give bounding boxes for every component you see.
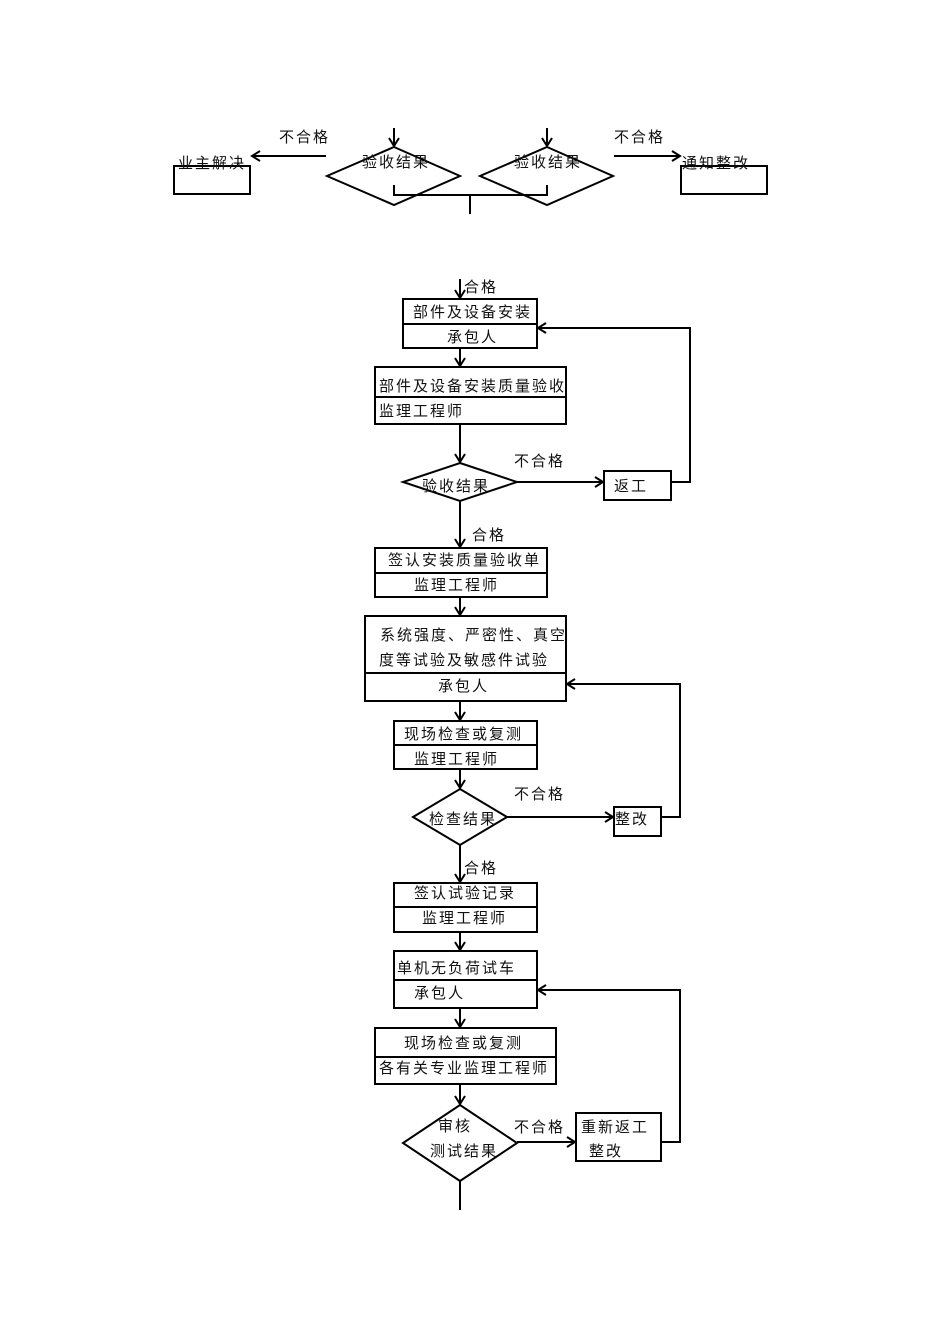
top-left-decision: 验收结果	[324, 145, 463, 207]
top-right-fail-arrow	[614, 150, 682, 162]
step-system-tests: 系统强度、严密性、真空 度等试验及敏感件试验 承包人	[364, 615, 567, 702]
top-left-decision-label: 验收结果	[362, 153, 430, 171]
top-left-incoming-arrow	[388, 128, 400, 148]
rework-box: 返工	[603, 470, 672, 501]
decision-check: 检查结果	[411, 787, 509, 847]
step-onsite-check-title: 现场检查或复测	[404, 725, 523, 743]
step-onsite-recheck: 现场检查或复测 各有关专业监理工程师	[374, 1027, 557, 1085]
arrow-3-4	[454, 597, 466, 617]
step-install-inspection: 部件及设备安装质量验收 监理工程师	[374, 366, 567, 425]
step-sign-install-form-role: 监理工程师	[414, 576, 499, 594]
decision-check-label: 检查结果	[429, 810, 497, 828]
step-sign-install-form: 签认安装质量验收单 监理工程师	[374, 547, 548, 598]
decision-check-fail-label: 不合格	[514, 785, 565, 803]
decision-review-test: 审核 测试结果	[401, 1103, 519, 1183]
decision-review-fail-label: 不合格	[514, 1118, 565, 1136]
step-onsite-recheck-role: 各有关专业监理工程师	[379, 1059, 549, 1077]
decision-review-test-label-line2: 测试结果	[430, 1142, 498, 1160]
top-right-incoming-arrow	[541, 128, 553, 148]
top-merge-connector	[393, 185, 548, 214]
step-sign-test-record-role: 监理工程师	[422, 909, 507, 927]
step-system-tests-role: 承包人	[438, 677, 489, 695]
arrow-2-d1	[454, 424, 466, 464]
step-onsite-recheck-title: 现场检查或复测	[404, 1034, 523, 1052]
step-system-tests-title-line2: 度等试验及敏感件试验	[379, 651, 549, 669]
top-right-fail-box-label: 通知整改	[682, 154, 750, 172]
step-install-inspection-role: 监理工程师	[379, 402, 464, 420]
decision-acceptance-fail-label: 不合格	[514, 452, 565, 470]
step-no-load-trial-role: 承包人	[414, 984, 465, 1002]
step-sign-test-record: 签认试验记录 监理工程师	[393, 882, 538, 933]
arrow-6-7	[454, 932, 466, 952]
decision-acceptance-pass-label: 合格	[472, 526, 506, 544]
step-install-title: 部件及设备安装	[413, 303, 532, 321]
decision-check-pass-label: 合格	[464, 859, 498, 877]
top-right-fail-box: 通知整改	[680, 154, 768, 195]
rectify-box: 整改	[613, 806, 662, 837]
decision-review-fail-arrow	[517, 1136, 577, 1148]
step-install-role: 承包人	[447, 328, 498, 346]
rectify-box-label: 整改	[615, 810, 649, 828]
arrow-4-5	[454, 701, 466, 722]
top-left-fail-box-label: 业主解决	[178, 154, 246, 172]
top-left-fail-box: 业主解决	[173, 154, 251, 195]
decision-acceptance-label: 验收结果	[422, 477, 490, 495]
pass-label-1: 合格	[464, 278, 498, 296]
redo-rectify-box-label-line2: 整改	[589, 1142, 623, 1160]
arrow-8-d3	[454, 1084, 466, 1106]
step-sign-test-record-title: 签认试验记录	[414, 884, 516, 902]
top-left-fail-label: 不合格	[279, 128, 330, 146]
step-sign-install-form-title: 签认安装质量验收单	[388, 551, 541, 569]
arrow-1-2	[454, 348, 466, 368]
step-install-inspection-title: 部件及设备安装质量验收	[379, 377, 566, 395]
step-onsite-check-role: 监理工程师	[414, 750, 499, 768]
rework-loop-arrow	[536, 322, 691, 483]
decision-check-fail-arrow	[507, 811, 615, 823]
top-right-fail-label: 不合格	[614, 128, 665, 146]
pass-arrow-d1	[454, 501, 466, 549]
step-no-load-trial: 单机无负荷试车 承包人	[393, 950, 538, 1009]
decision-review-test-label-line1: 审核	[438, 1117, 472, 1135]
decision-acceptance: 验收结果	[399, 461, 521, 503]
arrow-5-d2	[454, 769, 466, 790]
rectify-loop-arrow	[565, 678, 681, 818]
top-right-decision-label: 验收结果	[514, 153, 582, 171]
step-onsite-check: 现场检查或复测 监理工程师	[393, 720, 538, 770]
top-right-decision: 验收结果	[477, 145, 616, 207]
arrow-7-8	[454, 1008, 466, 1029]
step-system-tests-title-line1: 系统强度、严密性、真空	[380, 626, 567, 644]
top-left-fail-arrow	[250, 150, 326, 162]
redo-rectify-box: 重新返工 整改	[575, 1112, 662, 1162]
redo-rectify-box-label-line1: 重新返工	[581, 1118, 649, 1136]
step-no-load-trial-title: 单机无负荷试车	[397, 959, 516, 977]
step-install: 部件及设备安装 承包人	[402, 298, 538, 349]
rework-box-label: 返工	[614, 477, 648, 495]
decision-acceptance-fail-arrow	[517, 476, 605, 488]
redo-loop-arrow	[536, 984, 681, 1143]
